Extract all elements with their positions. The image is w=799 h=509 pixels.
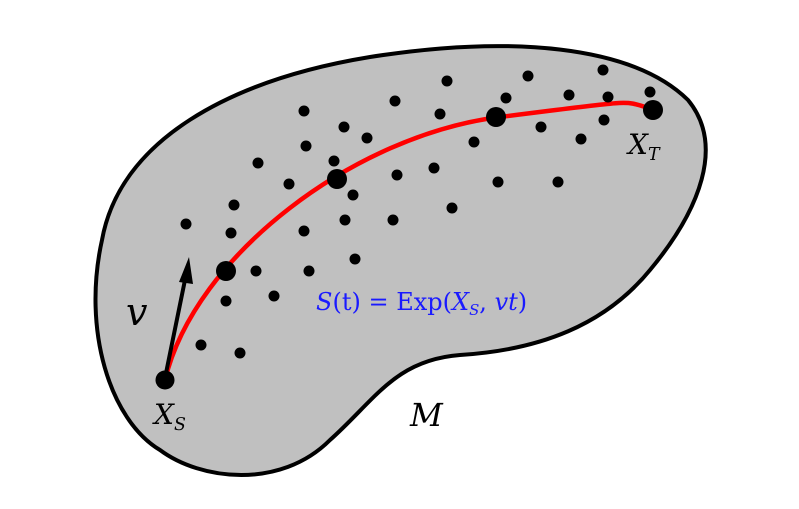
sample-point <box>575 133 587 145</box>
sample-point <box>303 265 315 277</box>
sample-point <box>339 214 351 226</box>
sample-point <box>597 64 609 76</box>
start-point-label: XS <box>154 398 186 436</box>
sample-point <box>522 70 534 82</box>
sample-point <box>602 91 614 103</box>
sample-point <box>446 202 458 214</box>
start-point <box>155 370 175 390</box>
sample-point <box>283 178 295 190</box>
velocity-label: v <box>126 290 148 334</box>
sample-point <box>389 95 401 107</box>
target-point <box>643 100 663 120</box>
sample-point <box>234 347 246 359</box>
sample-point <box>225 227 237 239</box>
geodesic-point <box>216 261 236 281</box>
sample-point <box>338 121 350 133</box>
sample-point <box>644 86 656 98</box>
sample-point <box>298 105 310 117</box>
sample-point <box>195 339 207 351</box>
sample-point <box>468 136 480 148</box>
sample-point <box>391 169 403 181</box>
sample-point <box>268 290 280 302</box>
sample-point <box>387 214 399 226</box>
manifold-region <box>93 44 708 477</box>
sample-point <box>180 218 192 230</box>
sample-point <box>598 114 610 126</box>
sample-point <box>361 132 373 144</box>
velocity-arrow-head <box>179 257 193 284</box>
geodesic-curve <box>162 100 658 383</box>
sample-point <box>492 176 504 188</box>
target-point-label: XT <box>628 128 660 166</box>
sample-point <box>252 157 264 169</box>
sample-point <box>220 295 232 307</box>
sample-point <box>349 253 361 265</box>
velocity-arrow-shaft <box>163 273 188 380</box>
sample-point <box>250 265 262 277</box>
geodesic-points <box>155 100 663 390</box>
geodesic-equation: S(t) = Exp(XS, vt) <box>316 288 528 320</box>
sample-point <box>441 75 453 87</box>
manifold-label: M <box>410 396 443 434</box>
geodesic-point <box>486 107 506 127</box>
sample-point <box>347 189 359 201</box>
sample-point <box>328 155 340 167</box>
sample-points <box>180 64 656 359</box>
sample-point <box>428 162 440 174</box>
sample-point <box>434 108 446 120</box>
sample-point <box>228 199 240 211</box>
sample-point <box>298 225 310 237</box>
sample-point <box>535 121 547 133</box>
sample-point <box>300 140 312 152</box>
sample-point <box>563 89 575 101</box>
sample-point <box>552 176 564 188</box>
sample-point <box>500 92 512 104</box>
geodesic-point <box>327 169 347 189</box>
